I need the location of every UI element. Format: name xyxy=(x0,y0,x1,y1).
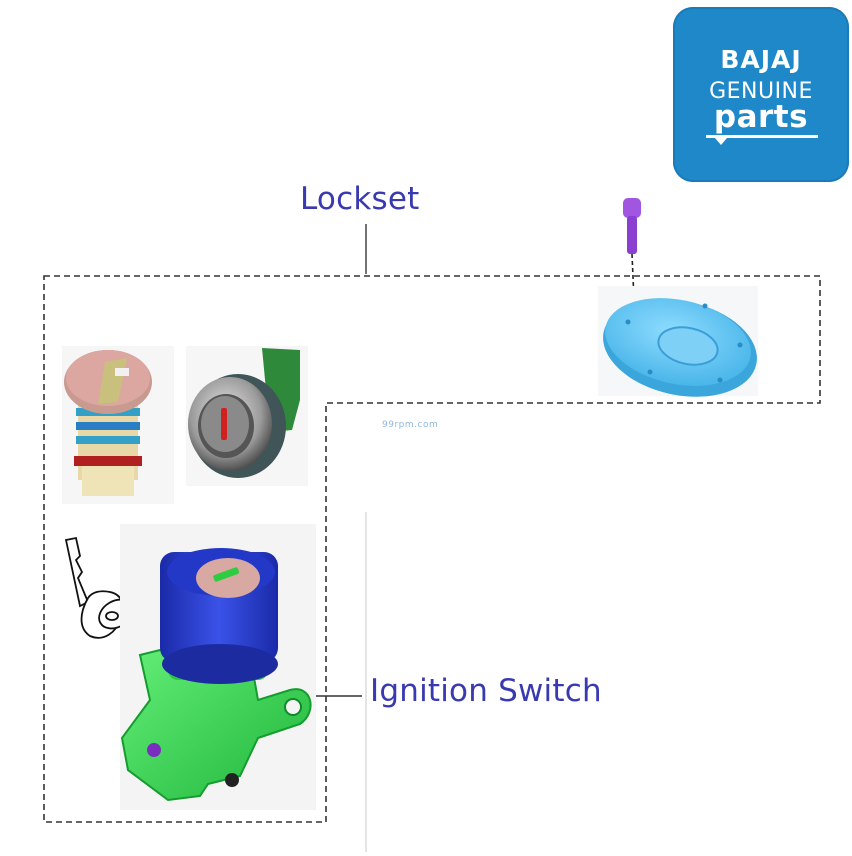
fuel-cap-part xyxy=(598,286,758,397)
lockset-label: Lockset xyxy=(300,181,420,217)
lock-cylinder-part xyxy=(62,346,174,504)
seat-lock-part xyxy=(186,346,308,486)
ignition-switch-label: Ignition Switch xyxy=(370,673,602,709)
brand-arrow-icon xyxy=(715,138,727,145)
ignition-switch-part xyxy=(120,524,316,810)
brand-name: BAJAJ xyxy=(720,45,802,74)
brand-underline xyxy=(706,135,818,138)
brand-parts-word: parts xyxy=(713,99,809,135)
watermark-text: 99rpm.com xyxy=(382,420,439,430)
lockset-group-boundary xyxy=(43,275,821,823)
bolt-part xyxy=(623,198,641,301)
bajaj-genuine-parts-logo: BAJAJ GENUINE parts xyxy=(673,7,849,182)
brand-tagline: GENUINE xyxy=(709,79,813,104)
